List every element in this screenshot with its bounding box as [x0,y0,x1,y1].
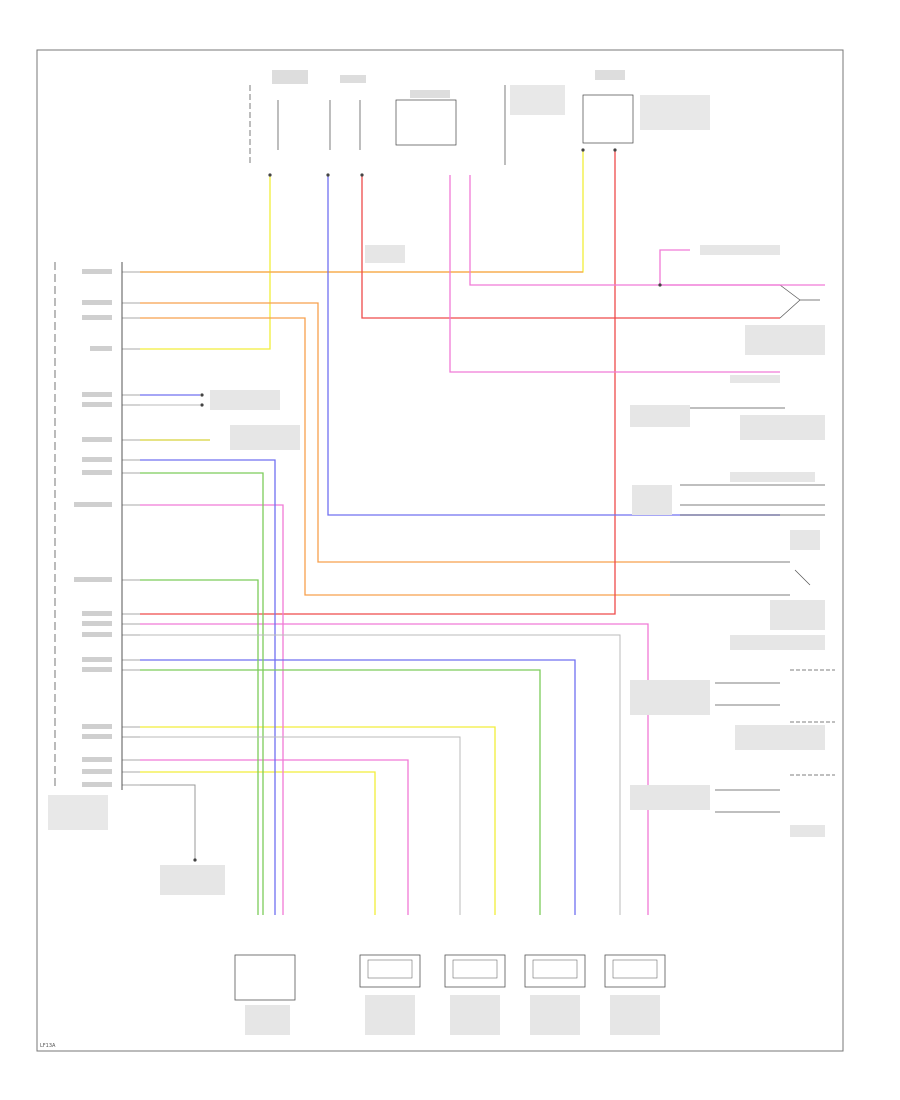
wire-blue-2 [140,459,276,915]
right-side-labels [210,245,825,837]
wire-yellow-1 [140,175,271,350]
wires [140,150,780,915]
wire-blue-3 [140,659,576,915]
wire-gray-2 [140,736,461,915]
top-connectors [249,85,634,165]
wire-red-1 [140,150,616,615]
wire-pink-1 [469,175,780,286]
wire-pink-2 [140,504,284,915]
top-labels [272,70,710,263]
right-side-components [660,284,835,813]
wire-pink-6 [659,249,690,285]
wire-gray-4 [140,784,196,860]
wire-gray-1 [140,634,621,915]
wire-green-2 [140,579,259,915]
wire-pink-3 [140,759,409,915]
wire-yellow-3 [140,771,376,915]
bottom-labels [245,995,660,1035]
footer-code: LF13A [40,1043,56,1049]
wire-orange-2 [140,302,670,563]
bottom-components [234,954,666,1001]
wire-blue-1 [327,175,780,516]
wire-pink-4 [140,623,649,915]
wire-pink-5 [449,175,780,373]
connector-dots [193,148,662,862]
wire-orange-3 [140,317,670,596]
wire-green-3 [140,669,541,915]
diagram-frame [36,49,844,1052]
wire-green-1 [140,472,264,915]
ground-label [160,865,225,895]
abs-module [48,262,140,830]
wire-red-2 [361,175,780,319]
